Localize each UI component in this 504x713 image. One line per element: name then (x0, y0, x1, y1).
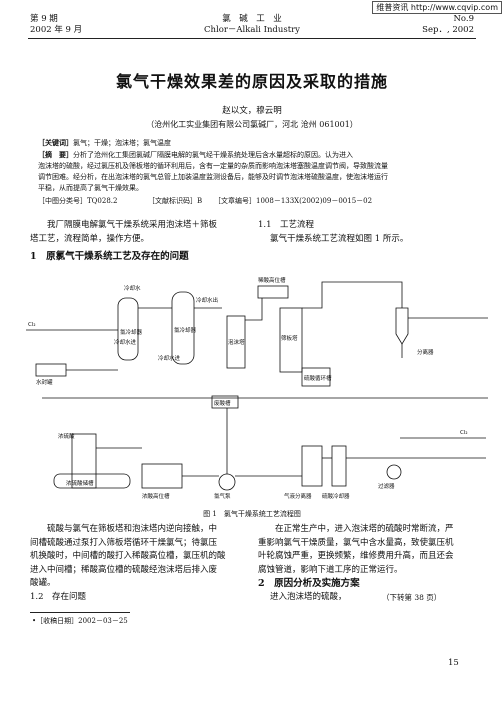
label-acid-cooler: 硫酸冷却器 (322, 492, 350, 500)
label-cooler-2-in: 冷却水进 (158, 354, 181, 362)
class-number: ［中图分类号］TQ028.2 (38, 197, 118, 205)
label-waste-tank: 废酸槽 (214, 399, 231, 407)
authors: 赵以文，穆云明 (222, 106, 282, 116)
footnote: •［收稿日期］2002－03－25 (32, 617, 128, 625)
cooler-2 (171, 291, 195, 365)
cooler-1 (117, 297, 139, 361)
header-journal-cn: 氯 碱 工 业 (222, 14, 282, 24)
separator (395, 307, 409, 345)
label-gas-sep: 气液分离器 (284, 492, 312, 500)
compressor (218, 473, 236, 491)
footnote-rule (30, 612, 130, 613)
left-line: 硫酸与氯气在筛板塔和泡沫塔内逆向接触，中 (47, 524, 218, 534)
label-sieve-tower: 筛板塔 (281, 334, 298, 342)
label-cooler-2: 氯冷却器 (174, 326, 197, 334)
abstract-line: 调节困难。经分析，在出泡沫塔的氯气总管上加装温度监测设备后，能够及时调节泡沫塔硫… (38, 173, 388, 181)
acid-cooler (331, 445, 347, 487)
label-conc-high-tank: 浓酸高位槽 (142, 492, 170, 500)
section-1-2-heading: 1.2 存在问题 (30, 592, 87, 602)
label-compressor: 氯气泵 (214, 492, 231, 500)
left-line: 机换酸时，中间槽的酸打入稀酸高位槽，氯压机的酸 (30, 551, 226, 561)
gas-separator (301, 445, 323, 487)
keywords: ［关键词］氯气；干燥；泡沫塔；氯气温度 (38, 137, 468, 149)
header-rule (28, 38, 476, 39)
paper-title: 氯气干燥效果差的原因及采取的措施 (115, 72, 388, 91)
section-1-1-text: 氯气干燥系统工艺流程如图 1 所示。 (270, 234, 409, 244)
label-high-tank: 稀酸高位槽 (258, 276, 286, 284)
abstract: ［摘 要］分析了沧州化工集团氯碱厂隔膜电解的氯气经干燥系统处理后含水量超标的原因… (38, 149, 478, 194)
right-line: 重影响氯气干燥质量，氯气中含水量高，致使氯压机 (258, 537, 454, 548)
label-acid-pump: 硫酸循环槽 (304, 374, 332, 382)
section-1-1-heading: 1.1 工艺流程 (258, 220, 315, 230)
abstract-line: 泡沫塔的硫酸，经过氯压机及筛板塔的循环利用后，含有一定量的杂质而影响泡沫塔塞酸温… (38, 162, 388, 170)
waste-tank (211, 395, 239, 409)
right-bottom-paragraph: 在正常生产中，进入泡沫塔的硫酸时常断流，严 重影响氯气干燥质量，氯气中含水量高，… (258, 523, 478, 577)
abstract-line: 平稳，从而提高了氯气干燥效果。 (38, 184, 143, 192)
label-water-seal: 水封罐 (36, 378, 53, 386)
filter (386, 464, 402, 480)
watermark: 维普资讯 http://www.cqvip.com (372, 1, 502, 14)
conc-acid-tank (53, 473, 131, 489)
left-bottom-paragraph: 硫酸与氯气在筛板塔和泡沫塔内逆向接触，中 间槽硫酸通过泵打入筛板塔循环干燥氯气；… (30, 523, 248, 591)
label-cl2-in: Cl₂ (28, 322, 36, 328)
label-separator: 分离器 (417, 348, 434, 356)
right-line: 腐蚀管道，影响下道工序的正常运行。 (258, 564, 403, 575)
right-line: 在正常生产中，进入泡沫塔的硫酸时常断流，严 (275, 524, 454, 534)
affiliation: （沧州化工实业集团有限公司氯碱厂，河北 沧州 061001） (146, 120, 358, 129)
section-2-text: 进入泡沫塔的硫酸， (270, 592, 347, 602)
keywords-text: 氯气；干燥；泡沫塔；氯气温度 (73, 139, 171, 147)
intro-paragraph: 我厂隔膜电解氯气干燥系统采用泡沫塔＋筛板 塔工艺，流程简单，操作方便。 (30, 219, 248, 246)
label-cooler-1-in: 冷却水进 (114, 338, 137, 346)
figure-caption: 图 1 氯气干燥系统工艺流程图 (203, 510, 301, 518)
label-conc-acid-tank: 浓硫酸储槽 (66, 479, 94, 487)
document-code: ［文献标识码］B (148, 197, 203, 205)
foam-tower (226, 315, 246, 369)
continued-note: （下转第 38 页） (382, 593, 442, 602)
abstract-label: ［摘 要］ (38, 150, 73, 159)
label-cooler-1: 氯冷却器 (120, 328, 143, 336)
label-cold-water: 冷却水 (124, 284, 141, 292)
left-line: 进入中间槽；稀酸高位槽的硫酸经泡沫塔后排入废 (30, 564, 218, 575)
header-date: 2002 年 9 月 (30, 25, 83, 35)
article-number: ［文章编号］1008－133X(2002)09－0015－02 (214, 197, 373, 205)
page-number: 15 (448, 658, 459, 668)
abstract-line: 分析了沧州化工集团氯碱厂隔膜电解的氯气经干燥系统处理后含水量超标的原因。认为进入 (73, 151, 353, 159)
sieve-tower (279, 307, 303, 373)
header-journal-en: Chlor－Alkali Industry (204, 25, 300, 35)
header-issue: 第 9 期 (30, 14, 58, 24)
left-line: 酸罐。 (30, 578, 56, 588)
label-cl2-out: Cl₂ (460, 430, 468, 436)
water-seal (35, 363, 67, 377)
label-water-out: 冷却水出 (196, 296, 218, 304)
conc-acid-column (71, 433, 97, 489)
high-tank (257, 285, 289, 299)
left-line: 间槽硫酸通过泵打入筛板塔循环干燥氯气；待氯压 (30, 537, 218, 548)
section-1-heading: 1 原氯气干燥系统工艺及存在的问题 (30, 251, 189, 262)
intro-line: 我厂隔膜电解氯气干燥系统采用泡沫塔＋筛板 (47, 220, 218, 230)
keywords-label: ［关键词］ (38, 138, 73, 147)
section-2-heading: 2 原因分析及实施方案 (258, 578, 360, 589)
header-issue-en: No.9 (453, 14, 474, 24)
intro-line: 塔工艺，流程简单，操作方便。 (30, 233, 150, 244)
conc-high-tank (141, 463, 183, 489)
circulation-tank (301, 367, 331, 387)
label-filter: 过滤器 (378, 482, 395, 490)
header-date-en: Sep．, 2002 (422, 25, 474, 35)
process-flow-diagram: 冷却水 冷却水出 Cl₂ 氯冷却器 冷却水进 氯冷却器 冷却水进 稀酸高位槽 泡… (26, 276, 488, 500)
right-line: 叶轮腐蚀严重，更换频繁，维修费用升高，而且还会 (258, 551, 454, 561)
label-foam-tower: 泡沫塔 (228, 338, 245, 346)
label-seal-pot: 浓硫酸 (58, 432, 75, 440)
